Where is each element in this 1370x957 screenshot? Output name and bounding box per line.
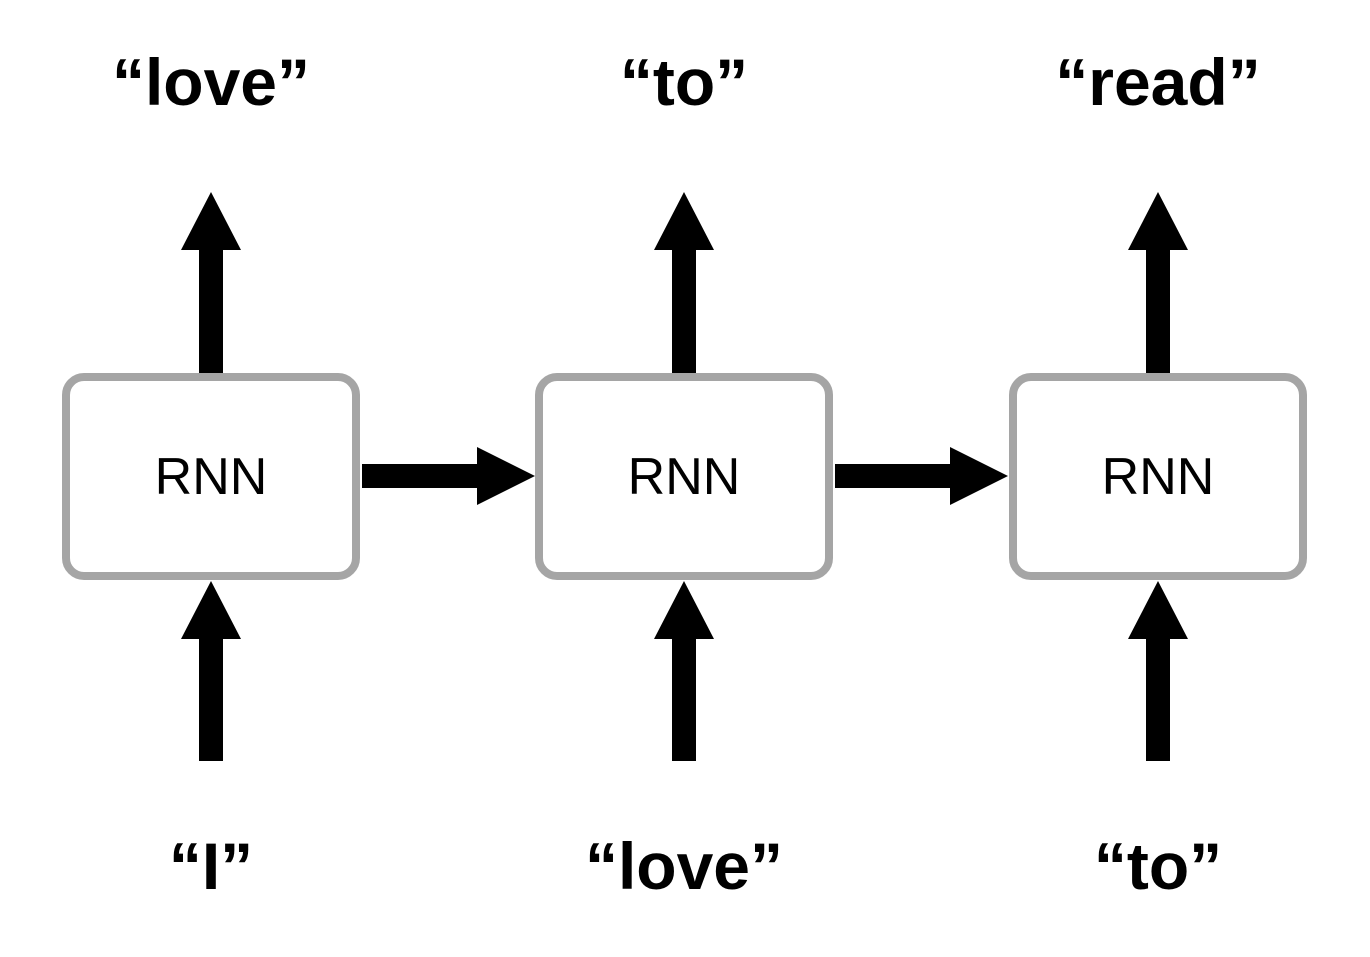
rnn-node-label: RNN [154,447,268,506]
output-arrow-icon [654,192,714,375]
up-arrow-icon [1128,581,1188,761]
output-arrow-icon [1128,192,1188,375]
right-arrow-icon [835,447,1008,505]
output-arrow-icon [181,192,241,375]
input-arrow-icon [181,581,241,761]
input-arrow-icon [1128,581,1188,761]
input-word-label: “I” [168,829,254,903]
output-word-label: “to” [619,45,749,119]
hidden-state-arrow-icon [362,447,535,505]
hidden-state-arrow-icon [835,447,1008,505]
output-word-label: “love” [111,45,311,119]
up-arrow-icon [181,581,241,761]
rnn-node-label: RNN [627,447,741,506]
rnn-node: RNN [535,373,833,580]
up-arrow-icon [654,192,714,375]
input-word-label: “to” [1093,829,1223,903]
output-word-label: “read” [1055,45,1261,119]
up-arrow-icon [654,581,714,761]
right-arrow-icon [362,447,535,505]
up-arrow-icon [1128,192,1188,375]
up-arrow-icon [181,192,241,375]
rnn-node-label: RNN [1101,447,1215,506]
input-word-label: “love” [584,829,784,903]
rnn-node: RNN [1009,373,1307,580]
input-arrow-icon [654,581,714,761]
rnn-node: RNN [62,373,360,580]
